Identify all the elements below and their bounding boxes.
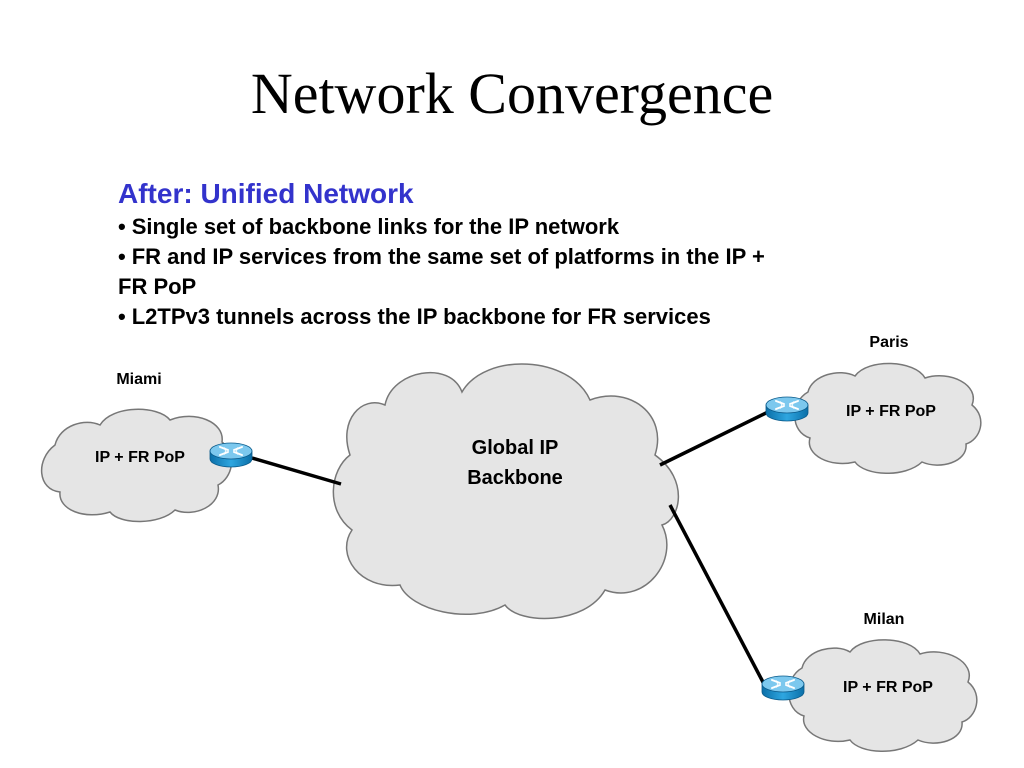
paris-pop-cloud <box>794 362 982 474</box>
paris-site-label: Paris <box>869 334 908 351</box>
link-paris-backbone <box>659 410 769 467</box>
miami-pop-cloud <box>40 408 233 523</box>
bullet-fr-ip-services-cont: FR PoP <box>118 274 197 299</box>
slide-text-block: After: Unified Network •Single set of ba… <box>118 176 908 332</box>
backbone-label-line2: Backbone <box>467 467 563 489</box>
router-icon <box>209 442 253 468</box>
backbone-cloud <box>332 363 680 620</box>
link-milan-backbone <box>668 504 766 685</box>
router-icon <box>761 675 805 701</box>
slide-title: Network Convergence <box>250 61 774 126</box>
milan-site-label: Milan <box>864 611 905 628</box>
bullet-marker: • <box>118 304 126 329</box>
bullet-text: Single set of backbone links for the IP … <box>131 214 620 239</box>
miami-pop-label: IP + FR PoP <box>95 449 185 466</box>
paris-pop-label: IP + FR PoP <box>846 403 936 420</box>
bullet-marker: • <box>118 214 126 239</box>
milan-pop-label: IP + FR PoP <box>843 679 933 696</box>
bullet-backbone-links: •Single set of backbone links for the IP… <box>118 212 908 242</box>
link-miami-backbone <box>251 456 342 486</box>
miami-site-label: Miami <box>116 371 161 388</box>
bullet-text: L2TPv3 tunnels across the IP backbone fo… <box>131 304 711 329</box>
bullet-l2tpv3-tunnels: •L2TPv3 tunnels across the IP backbone f… <box>118 302 908 332</box>
bullet-marker: • <box>118 244 126 269</box>
subheading: After: Unified Network <box>118 178 414 209</box>
backbone-label-line1: Global IP <box>472 437 559 459</box>
milan-pop-cloud <box>788 639 978 752</box>
bullet-text: FR and IP services from the same set of … <box>131 244 765 269</box>
bullet-fr-ip-services: •FR and IP services from the same set of… <box>118 242 908 272</box>
router-icon <box>765 396 809 422</box>
